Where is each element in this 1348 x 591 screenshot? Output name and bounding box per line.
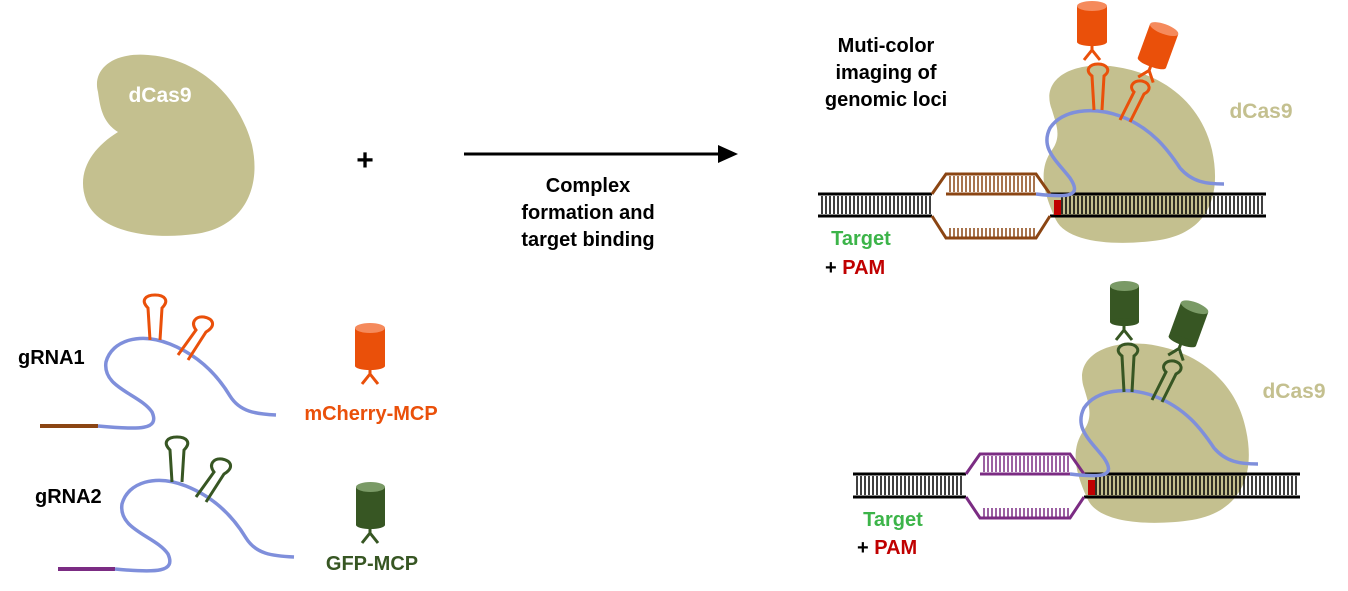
complex-top <box>818 1 1266 243</box>
plus-sign: + <box>356 144 374 177</box>
grna1-label: gRNA1 <box>18 347 85 369</box>
pam-line-top: + PAM <box>825 257 885 279</box>
dna-rungs <box>949 228 1035 237</box>
gfp-barrel-bottom-1 <box>1110 281 1139 341</box>
grna1-hairpin2 <box>176 315 214 361</box>
grna2-hairpin2 <box>194 457 232 503</box>
grna1 <box>40 293 277 430</box>
grna1-scaffold <box>97 336 277 430</box>
target-strand-upper-top <box>930 172 1052 195</box>
hairpin-bottom-1 <box>1116 342 1140 393</box>
grna2 <box>58 435 295 573</box>
dcas9-complex-label-top: dCas9 <box>1229 100 1292 123</box>
process-label-line1: Complex <box>546 175 630 197</box>
target-strand-lower-top <box>930 215 1052 240</box>
arrow-head-icon <box>718 145 738 163</box>
dna-left-top <box>818 192 932 218</box>
grna-scaffold-bound-bottom <box>1069 388 1259 478</box>
title-line2: imaging of <box>835 62 936 84</box>
target-label-top: Target <box>831 228 891 250</box>
dna-rungs <box>949 176 1035 192</box>
target-strand-lower-bottom <box>964 496 1086 520</box>
mcherry-barrel-top-1 <box>1077 1 1107 61</box>
pam-marker-top <box>1054 200 1061 215</box>
dna-rungs <box>983 456 1069 472</box>
title-line3: genomic loci <box>825 89 947 111</box>
pam-label-top: PAM <box>842 257 885 279</box>
title-line1: Muti-color <box>838 35 935 57</box>
pam-label-bottom: PAM <box>874 537 917 559</box>
grna2-label: gRNA2 <box>35 486 102 508</box>
dcas9-complex-label-bottom: dCas9 <box>1262 380 1325 403</box>
grna2-hairpin1 <box>164 435 190 483</box>
pam-prefix-top: + <box>825 257 842 279</box>
dcas9-label: dCas9 <box>128 84 191 107</box>
dna-rungs <box>821 196 931 214</box>
grna2-scaffold <box>114 478 295 573</box>
dna-rungs <box>983 508 1069 517</box>
hairpin-top-1 <box>1086 62 1110 111</box>
hairpin-top-2 <box>1118 79 1151 123</box>
complex-bottom <box>853 281 1300 523</box>
mcherry-mcp-icon <box>355 323 385 385</box>
dna-rungs <box>1095 476 1297 495</box>
process-arrow <box>464 145 738 163</box>
mcherry-barrel-top-2 <box>1137 22 1179 84</box>
grna-scaffold-bound-top <box>1035 108 1225 198</box>
dna-rungs <box>1061 196 1263 214</box>
pam-marker-bottom <box>1088 480 1095 495</box>
mcherry-mcp-label: mCherry-MCP <box>304 403 437 425</box>
target-strand-upper-bottom <box>964 452 1086 475</box>
process-label-line2: formation and <box>521 202 654 224</box>
grna1-hairpin1 <box>142 293 168 341</box>
gfp-mcp-label: GFP-MCP <box>326 553 418 575</box>
dna-rungs <box>856 476 962 495</box>
free-dcas9: dCas9 <box>82 54 255 236</box>
pam-line-bottom: + PAM <box>857 537 917 559</box>
pam-prefix-bottom: + <box>857 537 874 559</box>
dcas9-shape <box>82 54 255 236</box>
process-label-line3: target binding <box>521 229 654 251</box>
gfp-mcp-icon <box>356 482 385 544</box>
hairpin-bottom-2 <box>1150 359 1183 403</box>
gfp-barrel-bottom-2 <box>1167 300 1209 362</box>
target-label-bottom: Target <box>863 509 923 531</box>
dcas9-complex-shape-bottom <box>1075 343 1249 523</box>
